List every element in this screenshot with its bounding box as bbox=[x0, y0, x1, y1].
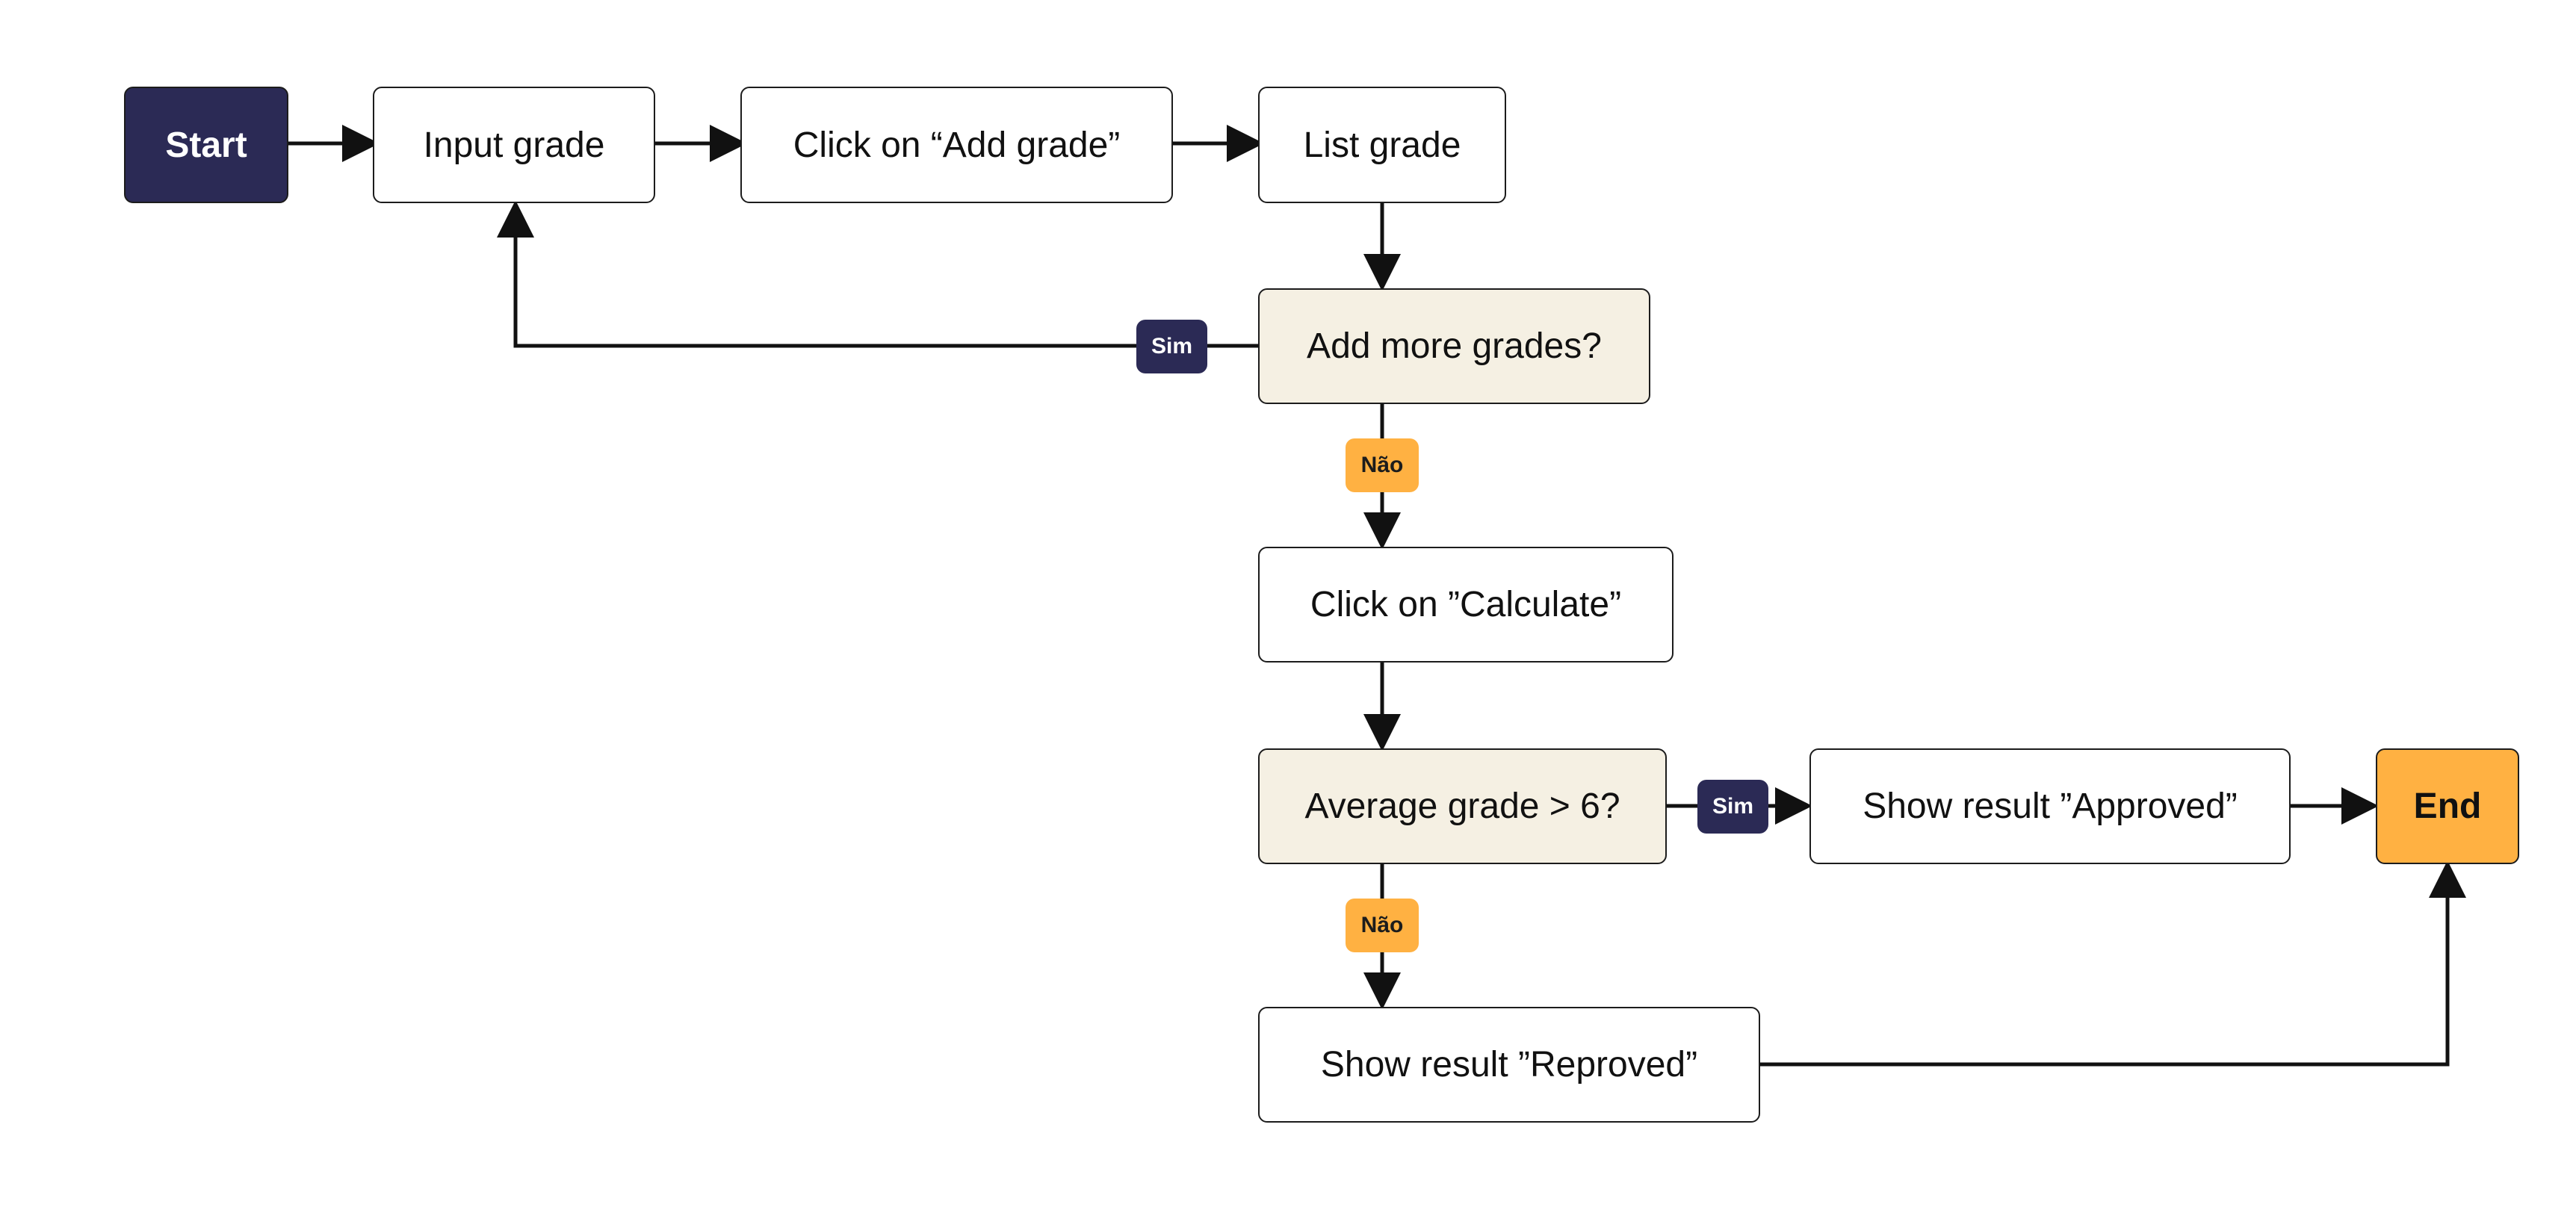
end-label: End bbox=[2413, 786, 2482, 826]
click-add-grade-node: Click on “Add grade” bbox=[740, 87, 1173, 203]
show-reproved-node: Show result ”Reproved” bbox=[1258, 1007, 1760, 1123]
average-no-badge: Não bbox=[1346, 899, 1419, 952]
show-reproved-label: Show result ”Reproved” bbox=[1320, 1045, 1698, 1085]
click-add-grade-label: Click on “Add grade” bbox=[793, 125, 1121, 165]
click-calculate-label: Click on ”Calculate” bbox=[1310, 585, 1622, 624]
add-more-yes-badge: Sim bbox=[1136, 320, 1207, 373]
click-calculate-node: Click on ”Calculate” bbox=[1258, 547, 1674, 663]
add-more-grades-decision: Add more grades? bbox=[1258, 288, 1650, 404]
start-node: Start bbox=[124, 87, 288, 203]
add-more-yes-label: Sim bbox=[1151, 334, 1193, 359]
edge-reproved-to-end bbox=[1760, 860, 2466, 1067]
start-label: Start bbox=[165, 125, 247, 165]
add-more-no-label: Não bbox=[1360, 453, 1404, 477]
average-grade-decision: Average grade > 6? bbox=[1258, 748, 1667, 864]
show-approved-label: Show result ”Approved” bbox=[1863, 786, 2238, 826]
list-grade-node: List grade bbox=[1258, 87, 1506, 203]
show-approved-node: Show result ”Approved” bbox=[1809, 748, 2291, 864]
input-grade-node: Input grade bbox=[373, 87, 655, 203]
average-yes-label: Sim bbox=[1712, 794, 1754, 819]
edge-add-more-to-input-grade bbox=[497, 200, 1258, 348]
average-grade-label: Average grade > 6? bbox=[1304, 786, 1620, 826]
list-grade-label: List grade bbox=[1303, 125, 1461, 165]
end-node: End bbox=[2376, 748, 2519, 864]
add-more-no-badge: Não bbox=[1346, 438, 1419, 492]
add-more-grades-label: Add more grades? bbox=[1307, 326, 1602, 366]
average-no-label: Não bbox=[1360, 913, 1404, 937]
average-yes-badge: Sim bbox=[1697, 780, 1768, 834]
input-grade-label: Input grade bbox=[423, 125, 605, 165]
